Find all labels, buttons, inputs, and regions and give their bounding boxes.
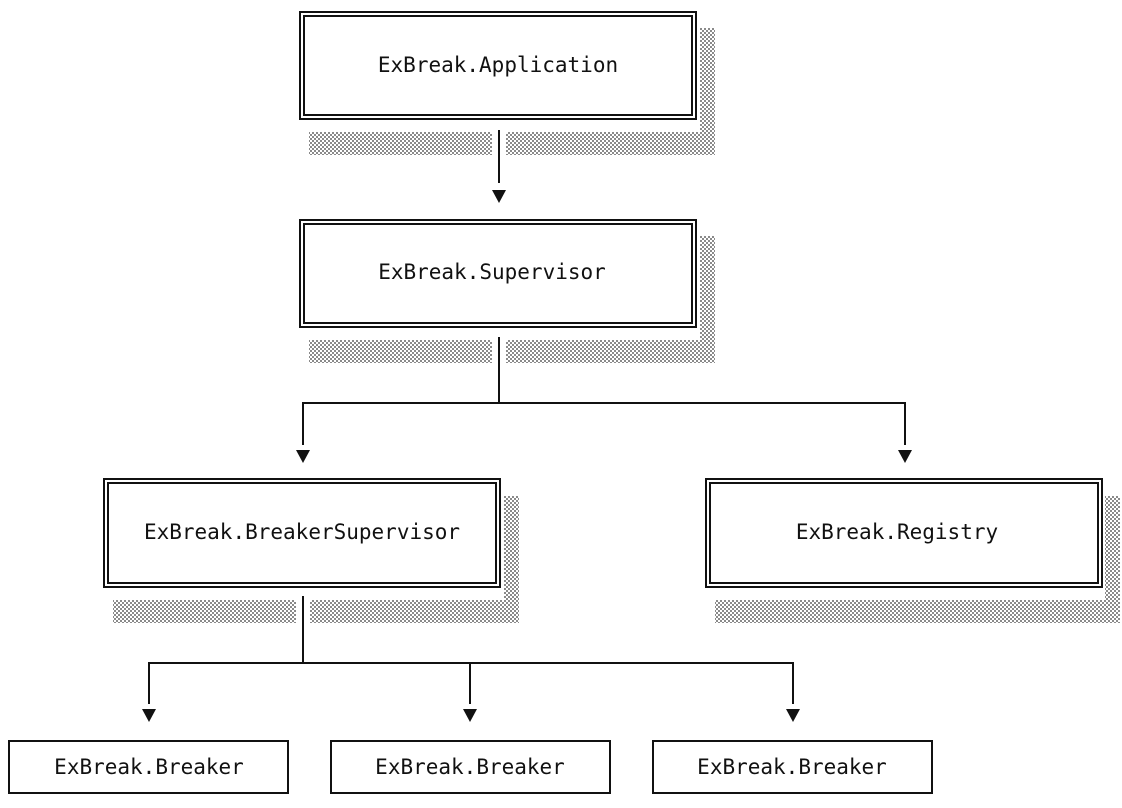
node-shadow-right	[700, 28, 715, 155]
node-box-inner	[107, 482, 497, 584]
node-box-outer	[299, 11, 697, 120]
node-breaker-2: ExBreak.Breaker	[330, 740, 611, 794]
node-box-outer	[103, 478, 501, 588]
node-shadow-bottom	[310, 600, 519, 623]
node-label: ExBreak.BreakerSupervisor	[144, 520, 460, 544]
connectors	[148, 130, 906, 704]
node-shadow-bottom	[506, 132, 715, 155]
arrowhead-breaker-3	[786, 709, 800, 722]
node-box	[652, 740, 933, 794]
node-breaker-1: ExBreak.Breaker	[8, 740, 289, 794]
node-box	[8, 740, 289, 794]
node-shadow-right	[1105, 496, 1120, 623]
arrowhead-supervisor	[492, 190, 506, 203]
edge-supervisor-registry	[499, 402, 906, 445]
edge-breakersupervisor-children	[148, 596, 304, 704]
node-shadow-bottom	[113, 600, 296, 623]
node-label: ExBreak.Breaker	[54, 755, 244, 779]
node-shadow-bottom	[715, 600, 1120, 623]
arrowhead-breaker-supervisor	[296, 450, 310, 463]
node-breaker-3: ExBreak.Breaker	[652, 740, 933, 794]
node-box-inner	[303, 223, 693, 324]
node-shadow-bottom	[506, 340, 715, 363]
node-box-inner	[303, 15, 693, 116]
edge-supervisor-children	[302, 337, 500, 445]
node-shadow-bottom	[309, 132, 492, 155]
node-box-inner	[709, 482, 1099, 584]
arrowhead-breaker-1	[142, 709, 156, 722]
node-label: ExBreak.Breaker	[697, 755, 887, 779]
node-supervisor: ExBreak.Supervisor	[299, 219, 715, 363]
node-box-outer	[299, 219, 697, 328]
node-box	[330, 740, 611, 794]
node-label: ExBreak.Application	[378, 53, 618, 77]
node-shadow-right	[700, 236, 715, 363]
node-registry: ExBreak.Registry	[705, 478, 1120, 623]
node-application: ExBreak.Application	[299, 11, 715, 155]
node-label: ExBreak.Registry	[796, 520, 998, 544]
arrowhead-breaker-2	[463, 709, 477, 722]
node-box-outer	[705, 478, 1103, 588]
node-label: ExBreak.Supervisor	[378, 260, 606, 284]
edge-breakersupervisor-breaker-2	[303, 662, 794, 704]
arrowheads	[142, 190, 912, 722]
arrowhead-registry	[898, 450, 912, 463]
node-shadow-bottom	[309, 340, 492, 363]
node-breaker-supervisor: ExBreak.BreakerSupervisor	[103, 478, 519, 623]
node-label: ExBreak.Breaker	[375, 755, 565, 779]
node-shadow-right	[504, 496, 519, 623]
